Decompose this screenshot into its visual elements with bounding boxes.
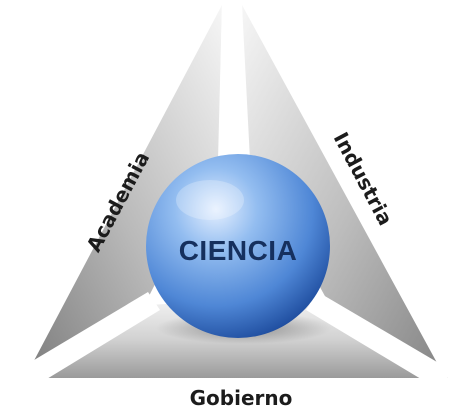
ciencia-sphere	[146, 154, 330, 338]
right-divider	[306, 292, 454, 388]
top-divider	[218, 0, 246, 180]
industria-panel	[242, 5, 442, 372]
gobierno-label: Gobierno	[190, 386, 293, 410]
ciencia-label: CIENCIA	[179, 235, 298, 266]
academia-panel	[28, 5, 222, 372]
sphere-highlight	[176, 180, 244, 220]
left-divider	[14, 292, 160, 388]
